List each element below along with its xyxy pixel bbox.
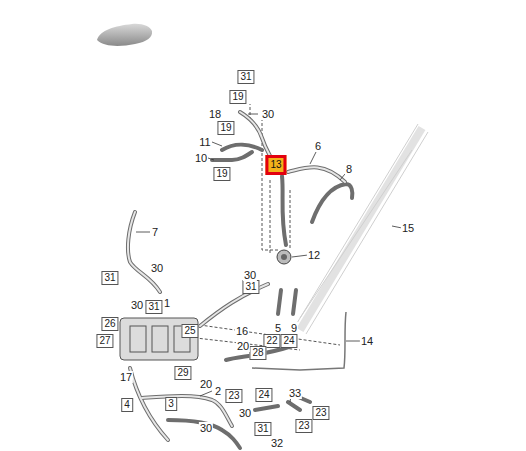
callout-number: 20 — [236, 340, 250, 352]
callout-number: 3 — [168, 398, 174, 409]
callout-number: 23 — [228, 390, 239, 401]
callout-number: 25 — [184, 325, 195, 336]
callout-number: 31 — [240, 71, 251, 82]
callout-number: 27 — [99, 335, 110, 346]
callout-number: 22 — [266, 335, 277, 346]
boxed-callout: 3 — [165, 397, 177, 411]
distribution-block — [120, 318, 198, 360]
callout-number: 15 — [401, 222, 415, 234]
callout-number: 12 — [307, 249, 321, 261]
callout-number: 26 — [104, 318, 115, 329]
callout-number: 19 — [232, 91, 243, 102]
boxed-callout: 19 — [217, 121, 234, 135]
line-14 — [252, 312, 346, 370]
callout-number: 30 — [238, 407, 252, 419]
callout-number: 30 — [150, 262, 164, 274]
callout-number: 10 — [194, 152, 208, 164]
callout-number: 30 — [243, 269, 257, 281]
callout-number: 1 — [163, 297, 171, 309]
callout-number: 31 — [245, 281, 256, 292]
callout-number: 13 — [270, 159, 281, 170]
callout-number: 28 — [252, 347, 263, 358]
callout-number: 23 — [315, 407, 326, 418]
highlighted-callout: 13 — [265, 155, 286, 175]
callout-number: 4 — [124, 399, 130, 410]
callout-number: 11 — [198, 136, 211, 148]
callout-number: 33 — [288, 387, 302, 399]
boxed-callout: 31 — [237, 70, 254, 84]
boxed-callout: 23 — [312, 406, 329, 420]
boxed-callout: 31 — [254, 422, 271, 436]
callout-number: 14 — [360, 335, 374, 347]
boxed-callout: 26 — [101, 317, 118, 331]
boxed-callout: 31 — [101, 271, 118, 285]
callout-number: 9 — [290, 322, 298, 334]
boxed-callout: 29 — [174, 366, 191, 380]
boxed-callout: 24 — [280, 334, 297, 348]
boxed-callout: 31 — [145, 300, 162, 314]
callout-number: 31 — [104, 272, 115, 283]
callout-number: 24 — [258, 389, 269, 400]
callout-number: 32 — [270, 437, 284, 449]
frame-rail-outline — [294, 124, 428, 334]
callout-number: 18 — [208, 108, 222, 120]
callout-number: 24 — [283, 335, 294, 346]
boxed-callout: 4 — [121, 398, 133, 412]
boxed-callout: 28 — [249, 346, 266, 360]
callout-number: 6 — [314, 140, 322, 152]
car-icon — [97, 24, 152, 46]
callout-number: 19 — [216, 168, 227, 179]
boxed-callout: 23 — [295, 419, 312, 433]
boxed-callout: 31 — [242, 280, 259, 294]
callout-number: 5 — [274, 322, 282, 334]
callout-number: 2 — [214, 385, 222, 397]
callout-number: 31 — [257, 423, 268, 434]
leader-lines — [136, 114, 402, 402]
callout-number: 16 — [235, 325, 249, 337]
valve — [277, 250, 291, 264]
callout-number: 30 — [199, 422, 213, 434]
hoses — [128, 112, 352, 448]
callout-number: 30 — [261, 108, 275, 120]
callout-number: 30 — [130, 299, 144, 311]
callout-number: 31 — [148, 301, 159, 312]
boxed-callout: 25 — [181, 324, 198, 338]
boxed-callout: 23 — [225, 389, 242, 403]
boxed-callout: 19 — [229, 90, 246, 104]
callout-number: 7 — [151, 226, 159, 238]
callout-number: 23 — [298, 420, 309, 431]
callout-number: 29 — [177, 367, 188, 378]
frame-rail — [300, 128, 422, 330]
hose-highlights — [128, 112, 345, 440]
boxed-callout: 19 — [213, 167, 230, 181]
boxed-callout: 27 — [96, 334, 113, 348]
callout-number: 17 — [119, 371, 133, 383]
leader-dashed — [165, 104, 340, 350]
callout-number: 20 — [199, 378, 213, 390]
callout-number: 19 — [220, 122, 231, 133]
callout-number: 8 — [345, 163, 353, 175]
boxed-callout: 24 — [255, 388, 272, 402]
